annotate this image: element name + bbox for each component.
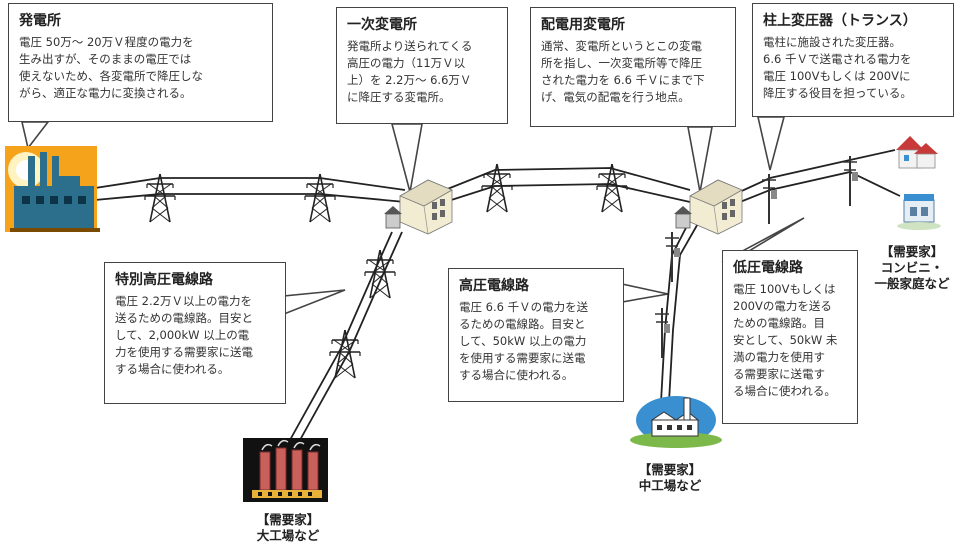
callout-title: 配電用変電所 <box>541 17 625 33</box>
callout-title: 低圧電線路 <box>733 260 803 276</box>
house-icon <box>896 136 938 169</box>
callout-pole-transformer: 柱上変圧器（トランス） 電柱に施設された変圧器。 6.6 千Ｖで送電される電力を… <box>752 3 954 117</box>
callout-line: げ、電気の配電を行う地点。 <box>541 90 690 104</box>
callout-line: して、2,000kW 以上の電 <box>115 328 250 342</box>
callout-line: 電柱に施設された変圧器。 <box>763 35 901 49</box>
callout-title: 柱上変圧器（トランス） <box>763 13 917 29</box>
callout-line: 200Vの電力を送る <box>733 299 832 313</box>
consumer-tag: 【需要家】 <box>638 462 702 477</box>
callout-line: ための電線路。目 <box>733 316 825 330</box>
callout-pointer <box>621 283 669 303</box>
callout-line: 上）を 2.2万〜 6.6万Ｖ <box>347 73 472 87</box>
consumer-name: コンビニ・ <box>880 260 944 275</box>
callout-pointer <box>390 123 423 193</box>
callout-low-voltage-line: 低圧電線路 電圧 100Vもしくは 200Vの電力を送る ための電線路。目 安と… <box>722 250 858 424</box>
utility-pole-icon <box>842 155 859 207</box>
callout-line: 送るための電線路。目安と <box>115 311 253 325</box>
callout-line: がら、適正な電力に変換される。 <box>19 86 192 100</box>
callout-pointer <box>687 126 713 193</box>
callout-line: を使用する需要家に送電 <box>459 351 586 365</box>
consumer-label-medium-factory: 【需要家】 中工場など <box>630 462 710 494</box>
transmission-tower-icon <box>144 173 176 223</box>
callout-body: 電柱に施設された変圧器。 6.6 千Ｖで送電される電力を 電圧 100Vもしくは… <box>763 34 945 102</box>
callout-line: 通常、変電所というとこの変電 <box>541 39 702 53</box>
transmission-tower-icon <box>304 173 336 223</box>
callout-line: された電力を 6.6 千Ｖにまで下 <box>541 73 705 87</box>
callout-line: して、50kW 以上の電力 <box>459 334 587 348</box>
callout-pointer <box>756 116 786 171</box>
callout-line: る需要家に送電す <box>733 367 825 381</box>
consumer-tag: 【需要家】 <box>256 512 320 527</box>
consumer-label-households: 【需要家】 コンビニ・ 一般家庭など <box>870 244 954 292</box>
callout-line: 電圧 100Vもしくは 200Vに <box>763 69 911 83</box>
medium-factory-icon <box>630 396 722 448</box>
callout-power-plant: 発電所 電圧 50万〜 20万Ｖ程度の電力を 生み出すが、そのままの電圧では 使… <box>8 3 273 122</box>
consumer-tag: 【需要家】 <box>880 244 944 259</box>
callout-line: る場合に使われる。 <box>733 384 836 398</box>
callout-title: 発電所 <box>19 13 61 29</box>
consumer-name: 大工場など <box>256 528 320 543</box>
consumer-name: 中工場など <box>638 478 702 493</box>
callout-line: 生み出すが、そのままの電圧では <box>19 52 192 66</box>
power-plant-icon <box>5 146 100 232</box>
callout-high-voltage-line: 高圧電線路 電圧 6.6 千Ｖの電力を送 るための電線路。目安と して、50kW… <box>448 268 624 402</box>
utility-pole-icon <box>654 307 671 359</box>
callout-line: 高圧の電力（11万Ｖ以 <box>347 56 466 70</box>
callout-extra-high-voltage-line: 特別高圧電線路 電圧 2.2万Ｖ以上の電力を 送るための電線路。目安と して、2… <box>104 262 286 404</box>
callout-pointer <box>20 121 50 150</box>
callout-line: 電圧 2.2万Ｖ以上の電力を <box>115 294 252 308</box>
callout-title: 一次変電所 <box>347 17 417 33</box>
transmission-wires <box>94 149 901 441</box>
callout-body: 電圧 2.2万Ｖ以上の電力を 送るための電線路。目安と して、2,000kW 以… <box>115 293 277 378</box>
callout-line: 電圧 50万〜 20万Ｖ程度の電力を <box>19 35 194 49</box>
callout-body: 電圧 6.6 千Ｖの電力を送 るための電線路。目安と して、50kW 以上の電力… <box>459 299 615 384</box>
callout-distribution-substation: 配電用変電所 通常、変電所というとこの変電 所を指し、一次変電所等で降圧 された… <box>530 7 736 127</box>
callout-line: 安として、50kW 未 <box>733 333 838 347</box>
callout-line: する場合に使われる。 <box>115 362 230 376</box>
callout-body: 発電所より送られてくる 高圧の電力（11万Ｖ以 上）を 2.2万〜 6.6万Ｖ … <box>347 38 499 106</box>
callout-body: 通常、変電所というとこの変電 所を指し、一次変電所等で降圧 された電力を 6.6… <box>541 38 727 106</box>
callout-line: 電圧 100Vもしくは <box>733 282 836 296</box>
callout-body: 電圧 50万〜 20万Ｖ程度の電力を 生み出すが、そのままの電圧では 使えないた… <box>19 34 264 102</box>
callout-line: るための電線路。目安と <box>459 317 586 331</box>
callout-line: 使えないため、各変電所で降圧しな <box>19 69 203 83</box>
callout-line: に降圧する変電所。 <box>347 90 451 104</box>
callout-line: する場合に使われる。 <box>459 368 574 382</box>
callout-line: 満の電力を使用す <box>733 350 825 364</box>
consumer-name: 一般家庭など <box>874 276 950 291</box>
store-icon <box>897 194 941 230</box>
callout-line: 電圧 6.6 千Ｖの電力を送 <box>459 300 589 314</box>
callout-line: 降圧する役目を担っている。 <box>763 86 912 100</box>
callout-line: 所を指し、一次変電所等で降圧 <box>541 56 702 70</box>
consumer-label-large-factory: 【需要家】 大工場など <box>248 512 328 544</box>
callout-line: 6.6 千Ｖで送電される電力を <box>763 52 912 66</box>
callout-title: 高圧電線路 <box>459 278 529 294</box>
callout-line: 力を使用する需要家に送電 <box>115 345 253 359</box>
callout-primary-substation: 一次変電所 発電所より送られてくる 高圧の電力（11万Ｖ以 上）を 2.2万〜 … <box>336 7 508 124</box>
callout-title: 特別高圧電線路 <box>115 272 213 288</box>
callout-pointer <box>283 289 346 316</box>
large-factory-icon <box>243 438 328 502</box>
callout-line: 発電所より送られてくる <box>347 39 473 53</box>
callout-body: 電圧 100Vもしくは 200Vの電力を送る ための電線路。目 安として、50k… <box>733 281 849 400</box>
